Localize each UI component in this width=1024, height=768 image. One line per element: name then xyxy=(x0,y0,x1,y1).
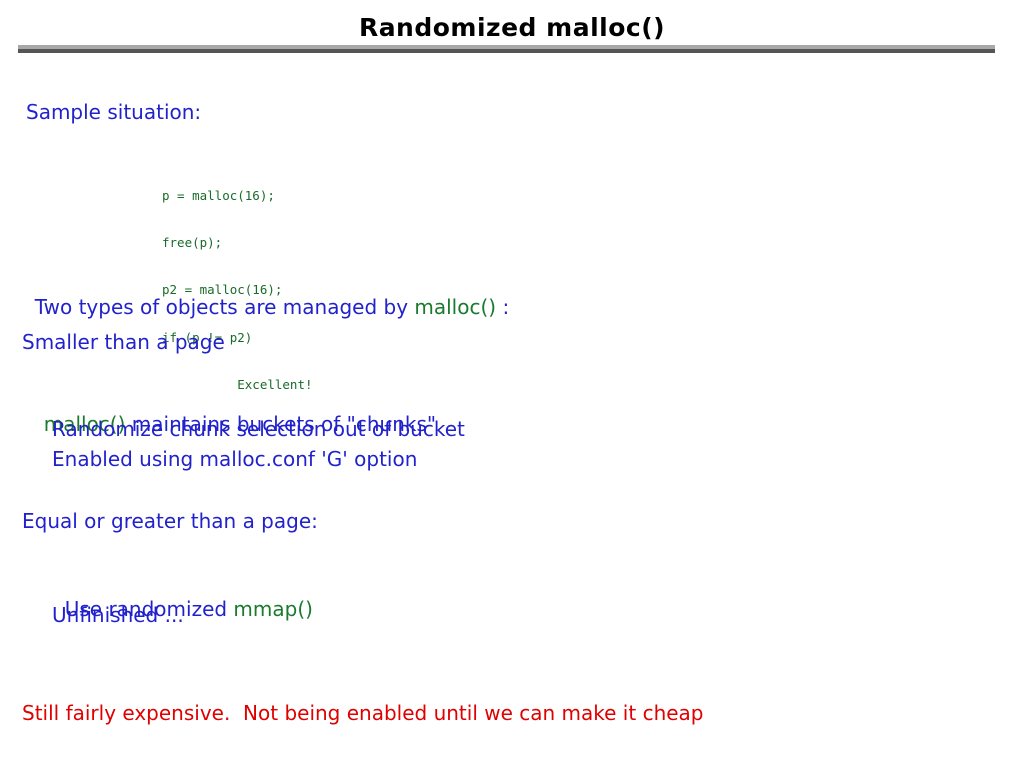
smaller-than-page-heading: Smaller than a page xyxy=(22,330,225,354)
mmap-code: mmap() xyxy=(233,597,313,621)
code-line-1: p = malloc(16); xyxy=(162,187,275,203)
managed-by-code: malloc() xyxy=(414,295,497,319)
unfinished-item: Unfinished ... xyxy=(52,603,184,627)
title-divider xyxy=(18,45,995,53)
sub-item-malloc-conf-option: Enabled using malloc.conf 'G' option xyxy=(52,447,418,471)
code-line-5: Excellent! xyxy=(162,377,313,393)
use-randomized-mmap-item: Use randomized mmap() xyxy=(52,573,313,621)
code-line-4: if (p != p2) xyxy=(162,329,253,345)
managed-by-prefix: Two types of objects are managed by xyxy=(34,295,415,319)
sample-situation-label: Sample situation: xyxy=(26,100,202,124)
divider-highlight xyxy=(18,45,995,49)
sub-item-randomize-chunk: Randomize chunk selection out of bucket xyxy=(52,417,465,441)
code-block: p = malloc(16); free(p); p2 = malloc(16)… xyxy=(162,156,313,409)
use-randomized-prefix: Use randomized xyxy=(64,597,234,621)
malloc-buckets-bullet: malloc() maintains buckets of "chunks" xyxy=(31,388,436,436)
equal-or-greater-heading: Equal or greater than a page: xyxy=(22,509,318,533)
divider-shadow xyxy=(18,49,995,53)
malloc-buckets-text: maintains buckets of "chunks" xyxy=(125,412,437,436)
page-title: Randomized malloc() xyxy=(358,13,666,42)
code-line-2: free(p); xyxy=(162,234,223,250)
footer-note: Still fairly expensive. Not being enable… xyxy=(22,701,704,725)
managed-by-line: Two types of objects are managed by mall… xyxy=(22,271,509,319)
malloc-buckets-code: malloc() xyxy=(43,412,126,436)
managed-by-suffix: : xyxy=(496,295,510,319)
code-line-3: p2 = malloc(16); xyxy=(162,282,283,298)
